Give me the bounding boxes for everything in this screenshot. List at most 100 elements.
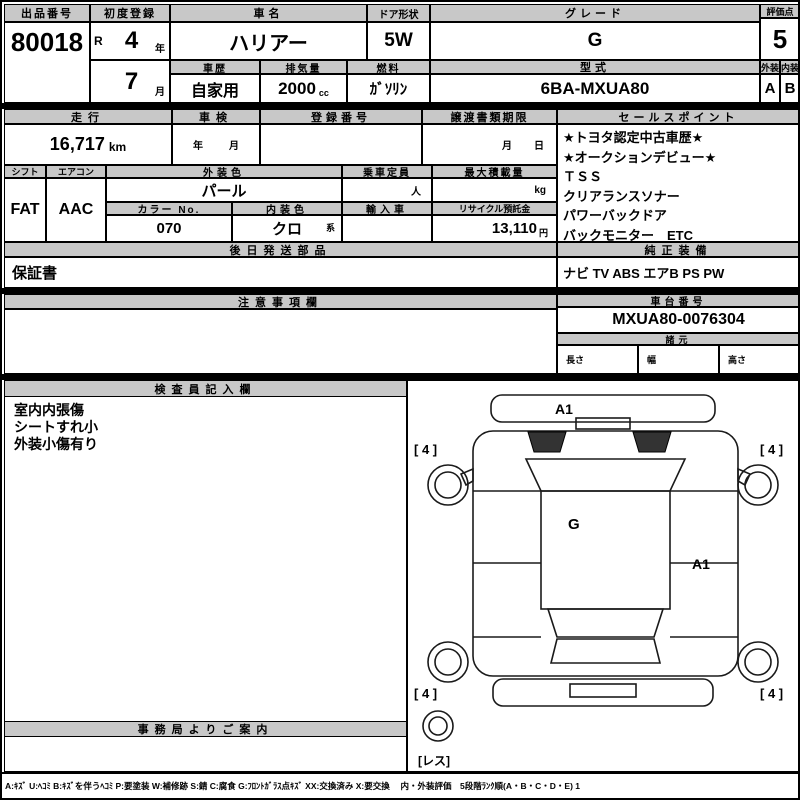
exterior-color-label: 外装色 <box>106 165 342 179</box>
spare-tire-mark: [レス] <box>418 754 450 768</box>
wheels-group <box>422 464 779 742</box>
chassis-no-value: MXUA80-0076304 <box>557 307 798 333</box>
shift-label: シフト <box>4 165 46 178</box>
notes-label: 注意事項欄 <box>4 294 557 309</box>
interior-color-label: 内装色 <box>232 202 342 216</box>
recycle-deposit-label: リサイクル預託金 <box>432 202 557 215</box>
later-parts-value: 保証書 <box>4 257 557 288</box>
divider-bar-2 <box>2 288 798 294</box>
sales-point-item: パワーバックドア <box>563 208 667 223</box>
door-shape-label: ドア形状 <box>367 4 430 22</box>
grade-label: グレード <box>430 4 760 22</box>
rear-window-shape <box>546 608 665 638</box>
sales-point-label: セールスポイント <box>557 109 798 124</box>
hood-right-shape <box>632 431 672 453</box>
aircon-value: AAC <box>46 178 106 242</box>
front-plate-shape <box>575 417 631 430</box>
transfer-deadline-value: 月 日 <box>422 124 557 165</box>
door-shape-value: 5W <box>367 22 430 60</box>
length-cell: 長さ <box>557 345 638 374</box>
first-registration-year-cell: R 4 年 <box>90 22 170 60</box>
car-diagram-panel: A1 G A1 [ 4 ] [ 4 ] [ 4 ] [ 4 ] [レス] <box>407 380 798 772</box>
office-label: 事務局よりご案内 <box>5 721 406 737</box>
interior-color-value-cell: クロ 系 <box>232 215 342 242</box>
max-load-unit: kg <box>534 184 546 196</box>
aircon-label: エアコン <box>46 165 106 178</box>
car-name-label: 車名 <box>170 4 367 22</box>
tire-tread-rear-right: [ 4 ] <box>760 686 783 701</box>
dimensions-label: 諸元 <box>557 333 798 345</box>
first-registration-label: 初度登録 <box>90 4 170 22</box>
car-top-view-diagram: A1 G A1 [ 4 ] [ 4 ] [ 4 ] [ 4 ] [レス] <box>414 394 783 768</box>
inspector-notes: 室内内張傷 シートすれ小 外装小傷有り <box>14 402 98 453</box>
roof-shape <box>540 490 671 610</box>
height-cell: 高さ <box>719 345 798 374</box>
inspection-month-unit: 月 <box>229 141 239 152</box>
divider-bar-3 <box>2 374 798 380</box>
capacity-unit: 人 <box>411 186 421 198</box>
inspection-year-unit: 年 <box>193 141 203 152</box>
registration-no-value <box>260 124 422 165</box>
fuel-value: ｶﾞｿﾘﾝ <box>347 74 430 103</box>
sales-point-item: クリアランスソナー <box>563 188 680 204</box>
displacement-unit: cc <box>318 87 329 98</box>
color-no-value: 070 <box>106 215 232 242</box>
inspector-panel: 検査員記入欄 室内内張傷 シートすれ小 外装小傷有り 事務局よりご案内 <box>4 380 407 772</box>
displacement-label: 排気量 <box>260 60 347 75</box>
height-label: 高さ <box>728 355 747 365</box>
inspector-note: 外装小傷有り <box>14 436 98 452</box>
divider-bar-1 <box>2 103 798 109</box>
left-mirror-shape <box>459 467 474 487</box>
rear-left-wheel <box>427 641 469 683</box>
registration-no-label: 登録番号 <box>260 109 422 124</box>
score-label: 評価点 <box>760 4 798 18</box>
capacity-label: 乗車定員 <box>342 165 432 179</box>
year-unit: 年 <box>155 44 165 55</box>
score-value: 5 <box>760 18 798 60</box>
inspection-value-cell: 年 月 <box>172 124 260 165</box>
transfer-day-unit: 日 <box>534 141 544 152</box>
sales-point-list: ★トヨタ認定中古車歴★ ★オークションデビュー★ ＴＳＳ クリアランスソナー パ… <box>557 124 798 243</box>
first-reg-year: 4 <box>124 27 139 54</box>
mileage-label: 走行 <box>4 109 172 124</box>
import-car-label: 輸入車 <box>342 202 432 216</box>
spare-tire <box>422 710 454 742</box>
model-value: 6BA-MXUA80 <box>430 74 760 103</box>
equipment-label: 純正装備 <box>557 242 798 257</box>
max-load-value: kg <box>432 178 557 202</box>
exhibit-no-value: 80018 <box>4 22 90 103</box>
history-value: 自家用 <box>170 74 260 103</box>
front-right-wheel <box>737 464 779 506</box>
interior-color-value: クロ <box>271 221 302 238</box>
sales-point-item: ＴＳＳ <box>563 169 603 184</box>
equipment-value: ナビ TV ABS エアB PS PW <box>557 257 798 288</box>
car-name-value: ハリアー <box>170 22 367 60</box>
sales-point-item: ★トヨタ認定中古車歴★ <box>563 130 704 145</box>
model-label: 型式 <box>430 60 760 74</box>
inspector-note: シートすれ小 <box>14 419 98 435</box>
history-label: 車歴 <box>170 60 260 75</box>
front-bumper-shape <box>490 394 716 423</box>
transfer-deadline-label: 譲渡書類期限 <box>422 109 557 124</box>
interior-grade-label: 内装 <box>780 60 798 74</box>
displacement-value: 2000 <box>278 78 316 98</box>
exterior-grade-label: 外装 <box>760 60 780 74</box>
tire-tread-rear-left: [ 4 ] <box>414 686 437 701</box>
body-outline-shape <box>472 430 739 677</box>
rear-plate-shape <box>569 683 637 698</box>
rear-bumper-shape <box>492 678 714 707</box>
mileage-value-cell: 16,717 km <box>4 124 172 165</box>
exterior-color-value: パール <box>106 178 342 202</box>
era-mark: R <box>94 34 103 48</box>
color-no-label: カラー No. <box>106 202 232 216</box>
legend-bar: A:ｷｽﾞ U:ﾍｺﾐ B:ｷｽﾞを伴うﾍｺﾐ P:要塗装 W:補修跡 S:錆 … <box>2 772 798 798</box>
tire-tread-front-left: [ 4 ] <box>414 442 437 457</box>
grade-value: G <box>430 22 760 60</box>
inspector-label: 検査員記入欄 <box>5 381 406 397</box>
max-load-label: 最大積載量 <box>432 165 557 179</box>
front-damage-mark: A1 <box>555 401 573 417</box>
chassis-no-label: 車台番号 <box>557 294 798 308</box>
shift-value: FAT <box>4 178 46 242</box>
later-parts-label: 後日発送部品 <box>4 242 557 257</box>
width-label: 幅 <box>647 355 657 365</box>
